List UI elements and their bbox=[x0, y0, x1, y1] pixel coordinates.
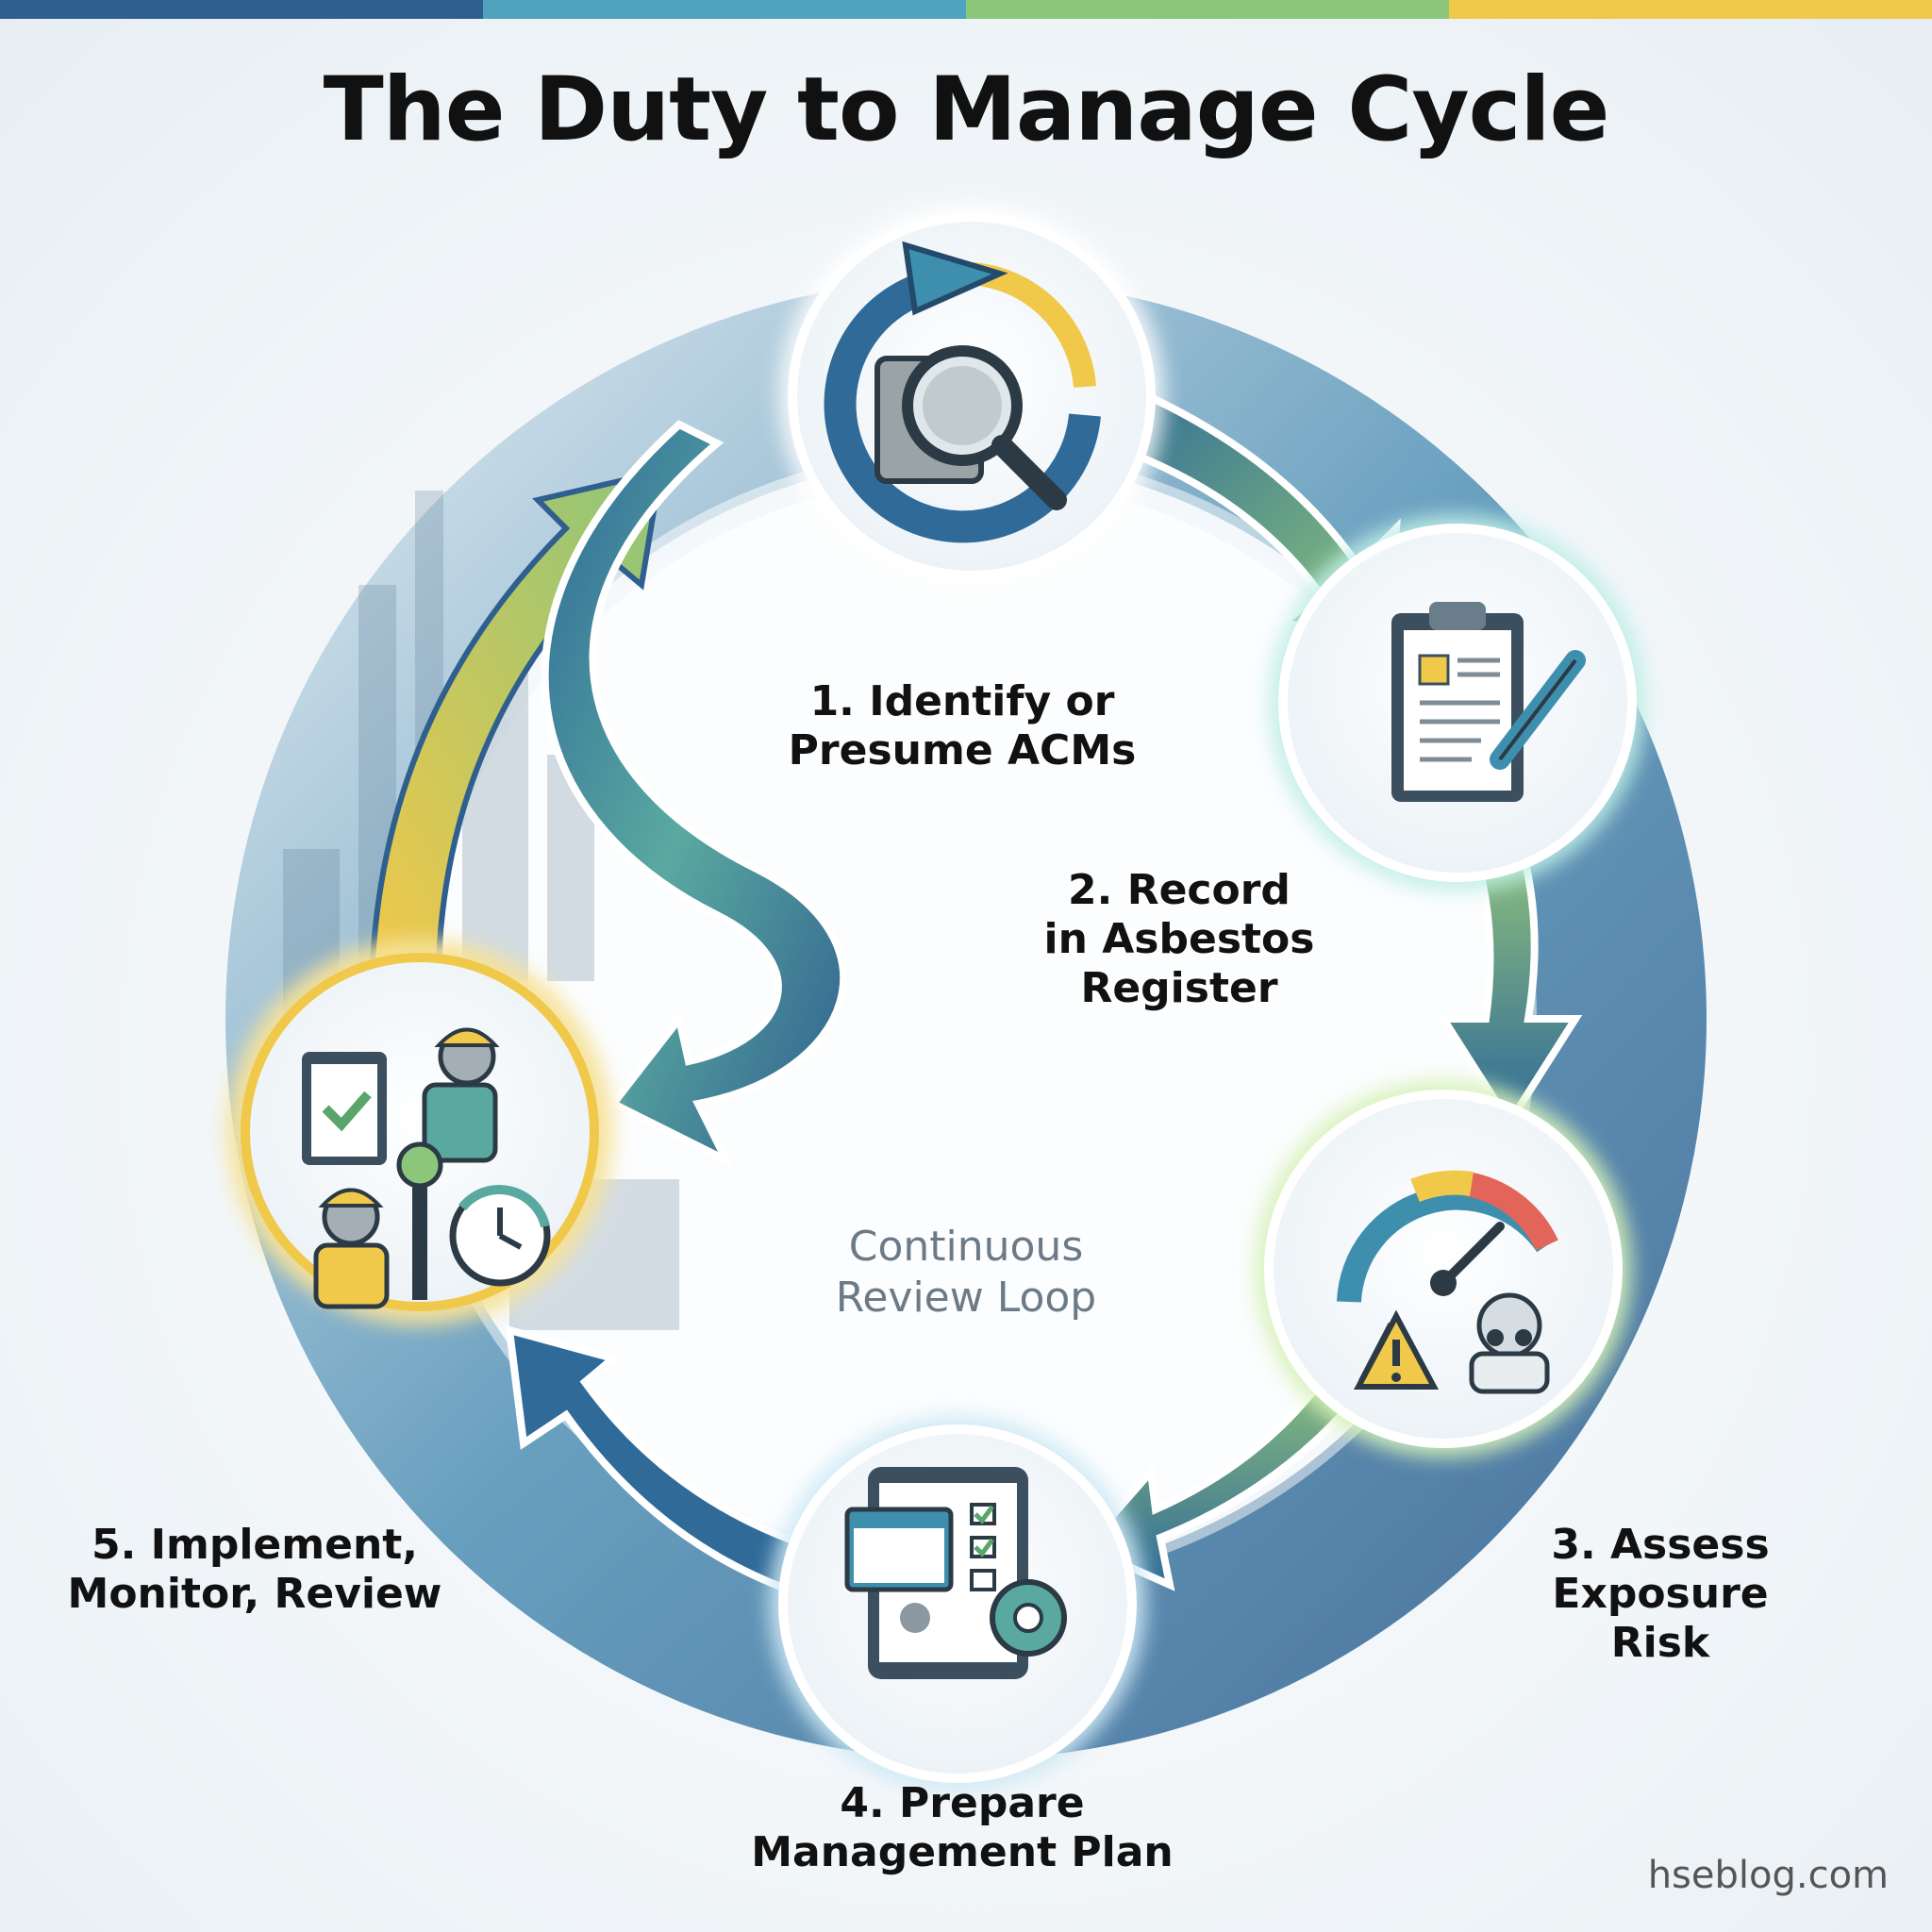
topbar-segment-green bbox=[966, 0, 1449, 19]
continuous-loop-arrow bbox=[541, 420, 847, 1169]
tablet-plan-icon bbox=[844, 1467, 1067, 1679]
topbar-segment-teal bbox=[483, 0, 966, 19]
node-step3 bbox=[1255, 1080, 1632, 1457]
step2-label: 2. Record in Asbestos Register bbox=[1043, 866, 1315, 1012]
workers-review-icon bbox=[302, 1027, 551, 1309]
top-color-bar bbox=[0, 0, 1932, 19]
arrow-step5-to-step1 bbox=[369, 468, 664, 965]
step1-label: 1. Identify or Presume ACMs bbox=[788, 677, 1137, 774]
clipboard-pen-icon bbox=[1391, 602, 1586, 802]
step3-label: 3. Assess Exposure Risk bbox=[1551, 1521, 1770, 1667]
magnifying-glass-icon bbox=[824, 241, 1101, 543]
page-title: The Duty to Manage Cycle bbox=[323, 58, 1610, 161]
topbar-segment-blue bbox=[0, 0, 483, 19]
gauge-warning-icon bbox=[1337, 1170, 1558, 1394]
arrow-step4-to-step5 bbox=[505, 1324, 816, 1600]
center-label: Continuous Review Loop bbox=[835, 1223, 1097, 1322]
step4-label: 4. Prepare Management Plan bbox=[751, 1779, 1174, 1876]
inner-white-disc bbox=[424, 476, 1508, 1561]
step5-label: 5. Implement, Monitor, Review bbox=[67, 1521, 442, 1618]
topbar-segment-yellow bbox=[1449, 0, 1932, 19]
watermark: hseblog.com bbox=[1647, 1854, 1889, 1897]
